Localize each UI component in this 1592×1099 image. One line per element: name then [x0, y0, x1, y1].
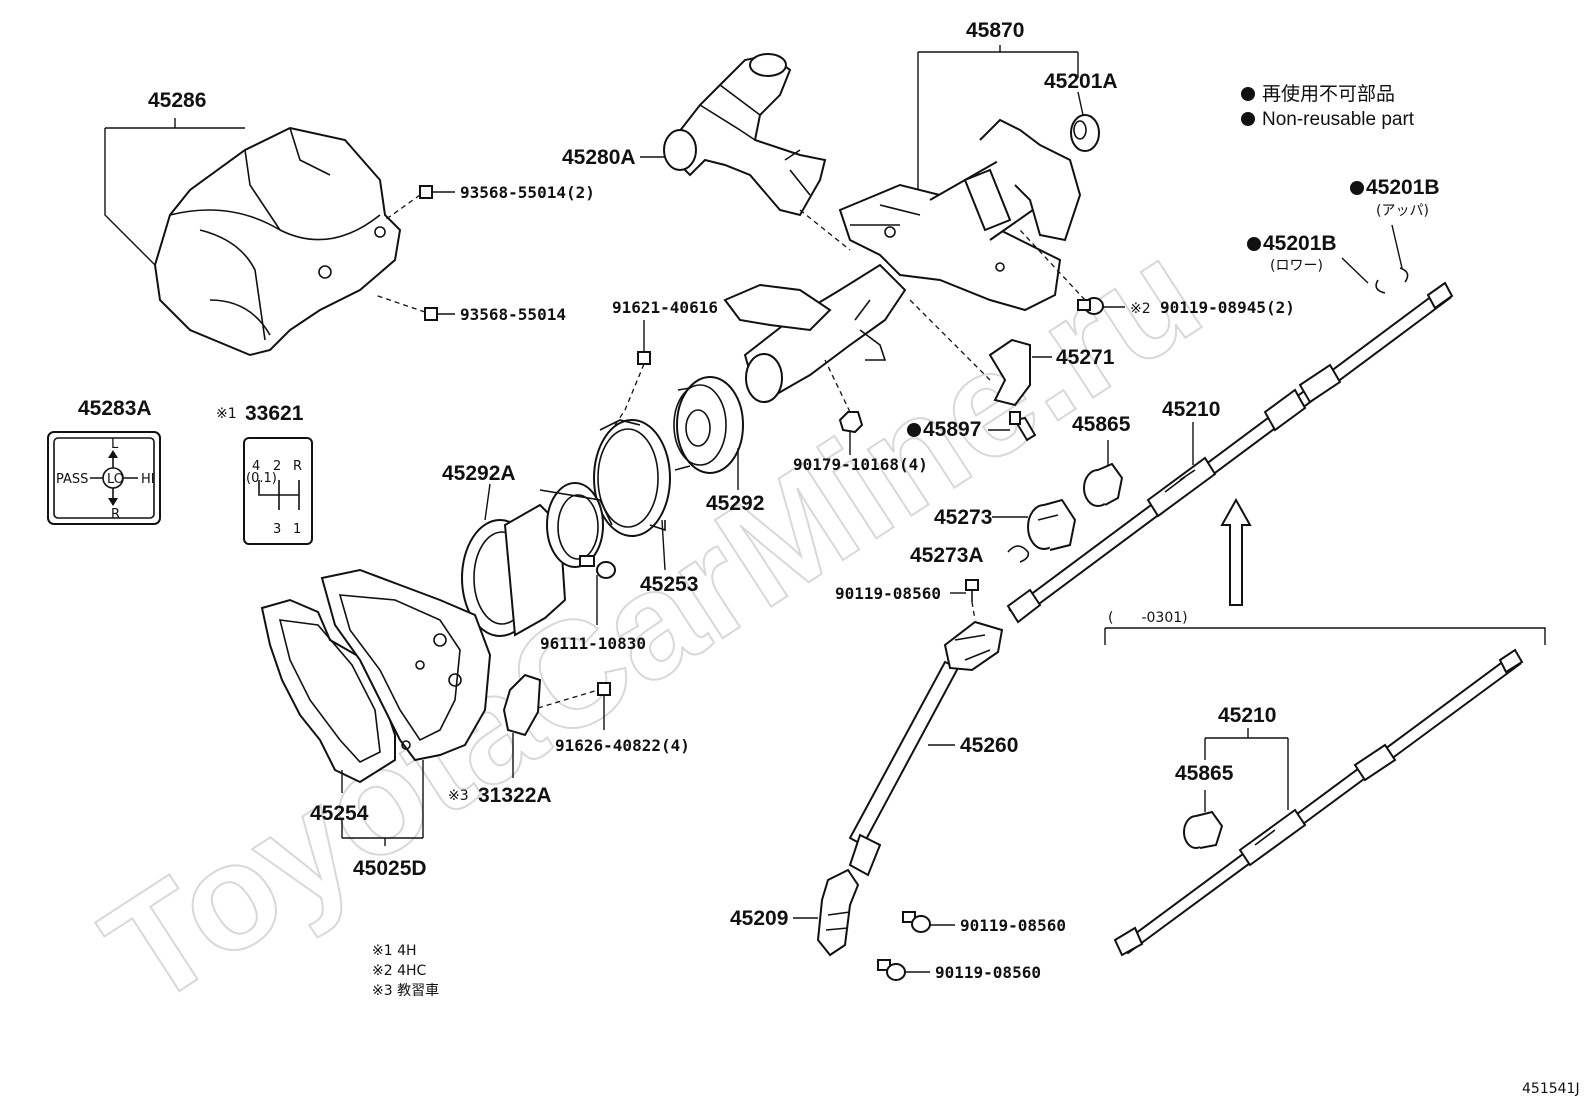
label-90119-08945: 90119-08945(2)	[1160, 298, 1295, 317]
label-45253: 45253	[640, 573, 698, 596]
plate-hi: HI	[141, 472, 155, 487]
gear-01: (0.1)	[246, 471, 277, 486]
legend-ja: 再使用不可部品	[1262, 83, 1395, 105]
part-45210-shaft[interactable]	[1006, 281, 1454, 624]
bullet-icon	[1241, 87, 1255, 101]
note-3: ※3 教習車	[372, 982, 439, 999]
plate-l: L	[111, 437, 119, 452]
label-31322A: 31322A	[478, 784, 552, 807]
label-0301: ( -0301)	[1108, 610, 1188, 626]
mark-33621: ※1	[216, 406, 237, 422]
bolt-90119-08560-c[interactable]	[877, 959, 930, 981]
label-33621: 33621	[245, 402, 304, 425]
label-45210-variant: 45210	[1218, 704, 1276, 727]
plate-r: R	[111, 507, 120, 522]
bolt-90119-08945[interactable]	[1019, 229, 1125, 315]
part-31322A[interactable]	[502, 673, 599, 778]
label-45201B-upper: 45201B	[1366, 176, 1440, 199]
label-45201A: 45201A	[1044, 70, 1118, 93]
label-45201B-lower: 45201B	[1263, 232, 1337, 255]
label-45254: 45254	[310, 802, 369, 825]
part-45865-bushing[interactable]	[1083, 440, 1124, 507]
plate-lo: LO	[107, 472, 124, 487]
label-45271: 45271	[1056, 346, 1115, 369]
part-45271[interactable]	[909, 299, 1031, 407]
label-91621-40616: 91621-40616	[612, 298, 718, 317]
label-91626-40822: 91626-40822(4)	[555, 736, 690, 755]
label-45292: 45292	[706, 492, 764, 515]
label-45273: 45273	[934, 506, 992, 529]
plate-45283A[interactable]: PASS LO HI L R	[47, 431, 161, 525]
label-45273A: 45273A	[910, 544, 984, 567]
clip-45201B[interactable]	[1341, 224, 1409, 294]
footnotes: ※1 4H ※2 4HC ※3 教習車	[372, 943, 439, 999]
part-45201A-bushing[interactable]	[1070, 114, 1100, 152]
part-45280A-bracket[interactable]	[663, 53, 827, 217]
bullet-icon	[1241, 112, 1255, 126]
label-90119-08560-a: 90119-08560	[835, 584, 941, 603]
label-45209: 45209	[730, 907, 788, 930]
label-45280A: 45280A	[562, 146, 636, 169]
part-45210-shaft-variant[interactable]	[1113, 648, 1524, 957]
label-45210-upper: 45210	[1162, 398, 1220, 421]
part-45260-shaft[interactable]	[848, 620, 1004, 877]
part-45209-joint[interactable]	[816, 868, 860, 957]
gear-1: 1	[293, 522, 301, 537]
part-45292-bearing[interactable]	[673, 376, 744, 474]
part-45865-bushing-variant[interactable]	[1183, 790, 1224, 849]
legend-en: Non-reusable part	[1262, 109, 1415, 130]
label-90119-08560-b: 90119-08560	[960, 916, 1066, 935]
gear-3: 3	[273, 522, 281, 537]
mark-31322A: ※3	[448, 788, 469, 804]
non-reusable-icon	[1247, 237, 1261, 251]
part-45292A-boot[interactable]	[461, 482, 613, 637]
bolt-93568-lower[interactable]	[374, 294, 455, 321]
label-45260: 45260	[960, 734, 1018, 757]
label-45292A: 45292A	[442, 462, 516, 485]
part-45870-column[interactable]	[723, 118, 1082, 403]
label-45865-upper: 45865	[1072, 413, 1131, 436]
part-45273[interactable]	[1027, 498, 1077, 551]
legend: 再使用不可部品 Non-reusable part	[1241, 83, 1415, 130]
label-45897: 45897	[923, 418, 981, 441]
nut-90179[interactable]	[824, 359, 864, 455]
label-45025D: 45025D	[353, 857, 427, 880]
plate-pass: PASS	[56, 472, 88, 487]
label-45286: 45286	[148, 89, 206, 112]
bolt-90119-08560-a[interactable]	[950, 579, 979, 621]
label-93568-55014: 93568-55014	[460, 305, 566, 324]
part-45253-ring[interactable]	[593, 419, 671, 537]
label-45283A: 45283A	[78, 397, 152, 420]
label-45865-variant: 45865	[1175, 762, 1234, 785]
label-45201B-lower-sub: (ロワー)	[1270, 258, 1323, 274]
gear-2: 2	[273, 459, 281, 474]
bolt-91626[interactable]	[597, 682, 611, 730]
part-45286-cover[interactable]	[153, 126, 402, 357]
label-90119-08560-c: 90119-08560	[935, 963, 1041, 982]
label-90179-10168: 90179-10168(4)	[793, 455, 928, 474]
gear-r: R	[293, 459, 302, 474]
non-reusable-icon	[1350, 181, 1364, 195]
label-45201B-upper-sub: (アッパ)	[1376, 203, 1429, 219]
mark-90119-08945: ※2	[1130, 301, 1151, 317]
clip-45273A[interactable]	[1007, 545, 1030, 563]
bolt-91621[interactable]	[614, 320, 651, 426]
part-45025D-plates[interactable]	[260, 568, 492, 784]
label-45870: 45870	[966, 19, 1024, 42]
diagram-code: 451541J	[1522, 1081, 1580, 1097]
label-93568-55014-2: 93568-55014(2)	[460, 183, 595, 202]
note-2: ※2 4HC	[372, 963, 427, 979]
bolt-93568-upper[interactable]	[384, 185, 455, 221]
non-reusable-icon	[907, 423, 921, 437]
label-96111-10830: 96111-10830	[540, 634, 646, 653]
gear-4: 4	[252, 459, 260, 474]
clamp-96111[interactable]	[579, 555, 616, 625]
up-arrow-icon	[1220, 497, 1252, 606]
bolt-90119-08560-b[interactable]	[902, 911, 955, 933]
bolt-45897[interactable]	[988, 411, 1037, 442]
shift-plate-33621[interactable]: 4 2 R (0.1) 3 1	[243, 437, 313, 545]
note-1: ※1 4H	[372, 943, 417, 959]
